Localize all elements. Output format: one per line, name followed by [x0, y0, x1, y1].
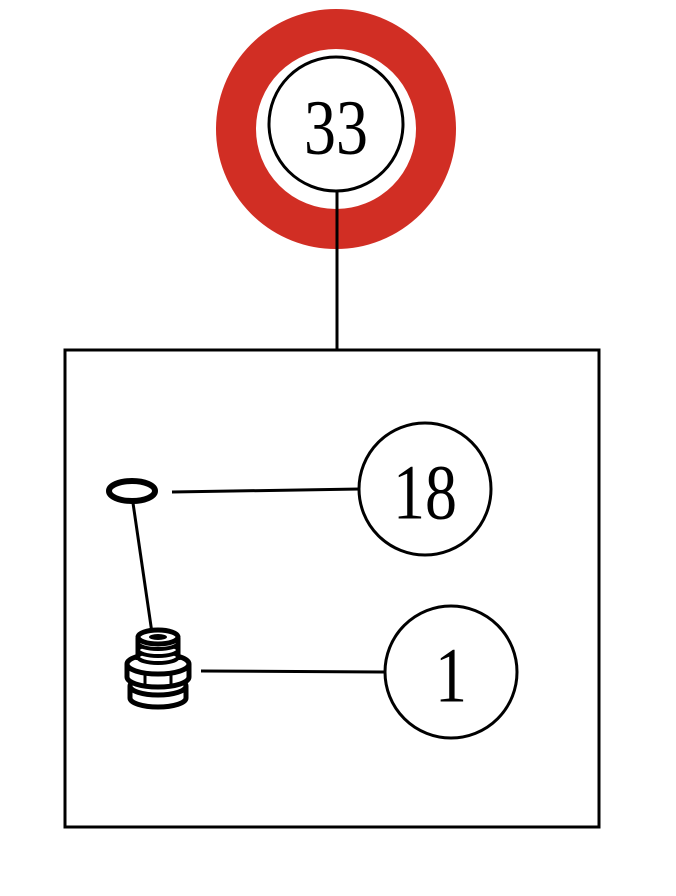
assembly-order-line: [131, 502, 154, 634]
fitting-part[interactable]: [124, 627, 192, 710]
o-ring-part[interactable]: [106, 478, 158, 504]
part-callout-1[interactable]: 1: [383, 604, 519, 740]
fitting-icon: [124, 627, 192, 710]
callout-label: 1: [435, 633, 467, 719]
o-ring-icon: [106, 478, 158, 504]
callout-label: 18: [393, 450, 457, 536]
callout-circle: [267, 55, 405, 193]
part-callout-18[interactable]: 18: [357, 421, 493, 557]
callout-circle: [383, 604, 519, 740]
callout-circle: [357, 421, 493, 557]
assembly-box: [63, 348, 601, 829]
callout-label: 33: [304, 85, 368, 171]
leader-line-1: [200, 669, 386, 674]
leader-line-18: [171, 487, 361, 494]
